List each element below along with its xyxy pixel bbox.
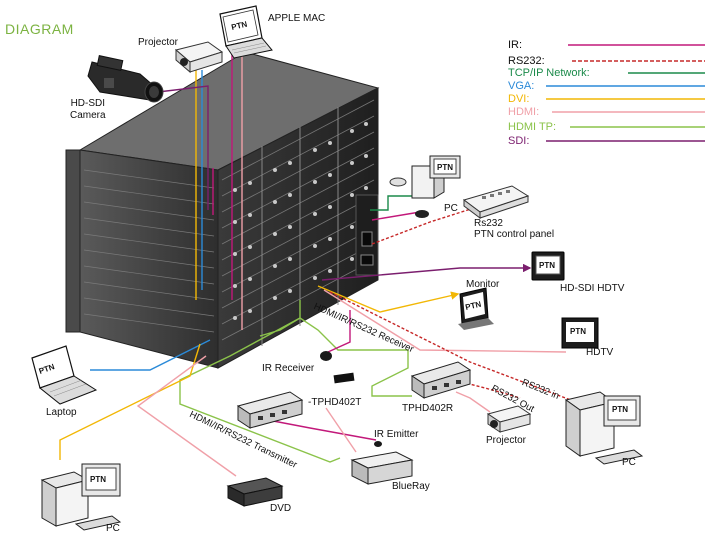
label-blueray: BlueRay	[392, 481, 430, 492]
brand-pc-left: PTN	[90, 475, 106, 484]
brand-pc-top: PTN	[437, 163, 453, 172]
label-tphd402r: TPHD402R	[402, 403, 454, 414]
pc-top	[389, 155, 461, 218]
pc-left	[40, 463, 122, 531]
legend-label-sdi: SDI:	[508, 135, 530, 147]
projector-bottom	[486, 405, 532, 433]
cable-tcpip	[370, 195, 412, 211]
cable-rs232-in	[329, 291, 593, 409]
legend-label-vga: VGA:	[508, 80, 535, 92]
cable-laptop-vga	[90, 339, 211, 371]
legend-label-hdmi: HDMI:	[508, 106, 540, 118]
label-pc-right: PC	[622, 457, 636, 468]
label-pc-left: PC	[106, 523, 120, 534]
cable-hdmi-blueray	[325, 407, 357, 453]
laptop	[31, 345, 98, 405]
legend-swatches	[546, 44, 705, 142]
label-camera: HD-SDI Camera	[70, 98, 106, 121]
label-pc-top: PC	[444, 203, 458, 214]
label-control-panel: Rs232 PTN control panel	[474, 218, 555, 240]
cable-sdi-hdtv	[321, 263, 532, 281]
cable-dvi-pc-left	[59, 343, 201, 460]
ptn-control-panel	[462, 185, 530, 219]
ir-emitter	[374, 441, 382, 447]
brand-hdtv: PTN	[570, 327, 586, 336]
brand-hdsdi-hdtv: PTN	[539, 261, 555, 270]
tphd402t-transmitter	[236, 391, 304, 429]
cable-receiver-projector	[455, 391, 491, 413]
diagram-title: DIAGRAM	[5, 21, 74, 37]
label-dvd: DVD	[270, 503, 292, 514]
cable-ir-sensor	[371, 211, 421, 221]
apple-mac-laptop	[219, 5, 273, 59]
cable-camera-sdi	[157, 85, 209, 210]
matrix-switcher-rack	[65, 51, 380, 369]
ir-receiver	[320, 351, 355, 384]
cable-ir-receiver	[327, 310, 351, 353]
brand-mac: PTN	[230, 20, 248, 32]
label-projector-top: Projector	[138, 37, 179, 48]
cable-hdmitp-receiver	[299, 300, 412, 397]
cable-dvi-monitor	[317, 285, 460, 313]
legend-label-tcpip: TCP/IP Network:	[508, 67, 590, 79]
legend-label-rs232: RS232:	[508, 55, 545, 67]
label-hdtv: HDTV	[586, 347, 614, 358]
label-tphd402t: -TPHD402T	[308, 397, 362, 408]
label-apple-mac: APPLE MAC	[268, 13, 326, 24]
label-laptop: Laptop	[46, 407, 77, 418]
legend-label-ir: IR:	[508, 39, 523, 51]
label-projector-bottom: Projector	[486, 435, 527, 446]
brand-monitor: PTN	[464, 300, 482, 312]
brand-pc-right: PTN	[612, 405, 628, 414]
label-ir-emitter: IR Emitter	[374, 429, 419, 440]
cable-rs232-panel	[371, 207, 475, 245]
blueray-player	[350, 451, 414, 485]
label-monitor: Monitor	[466, 279, 500, 290]
hdtv	[561, 317, 599, 349]
label-hd-sdi-hdtv: HD-SDI HDTV	[560, 283, 625, 294]
projector-top	[174, 41, 224, 74]
cable-hdmi-hdtv	[323, 289, 567, 353]
label-ir-receiver: IR Receiver	[262, 363, 315, 374]
hd-sdi-camera	[87, 55, 164, 103]
tphd402r-receiver	[410, 361, 472, 399]
pc-right	[564, 391, 644, 465]
cables	[59, 30, 593, 477]
monitor	[458, 287, 494, 330]
dvd-player	[226, 477, 284, 507]
cable-ir-emitter	[267, 419, 377, 441]
cable-hdmitp-transmitter	[179, 317, 341, 463]
legend-label-hdmitp: HDMI TP:	[508, 121, 557, 133]
label-tphd402t-text: TPHD402T	[311, 397, 362, 408]
cable-hdmi-dvd	[136, 355, 237, 477]
hd-sdi-hdtv	[531, 251, 565, 281]
legend-label-dvi: DVI:	[508, 93, 530, 105]
